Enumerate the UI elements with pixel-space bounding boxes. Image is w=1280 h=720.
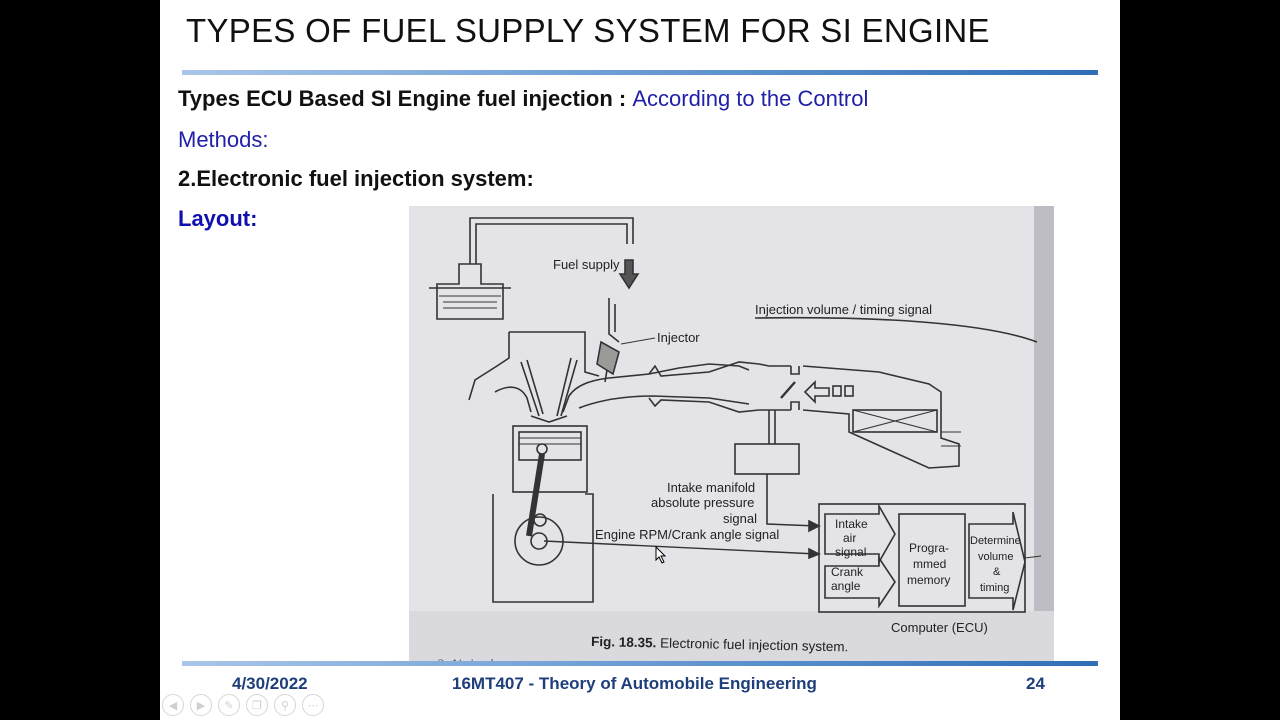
title-underline: [182, 70, 1098, 75]
label-crank-2: angle: [831, 579, 861, 593]
label-det-3: &: [993, 566, 1001, 578]
injector: [596, 340, 620, 383]
zoom-icon[interactable]: ⚲: [274, 694, 296, 716]
label-det-2: volume: [978, 551, 1013, 563]
label-prog-2: mmed: [913, 557, 946, 571]
label-prog-3: memory: [907, 573, 950, 587]
slides-icon[interactable]: ❐: [246, 694, 268, 716]
ecu-box: [818, 502, 1042, 613]
label-rpm-signal: Engine RPM/Crank angle signal: [595, 527, 779, 542]
footer-date: 4/30/2022: [232, 674, 308, 693]
label-intake-1: Intake: [835, 517, 868, 531]
fuel-supply-arrow: [618, 259, 640, 290]
slide: TYPES OF FUEL SUPPLY SYSTEM FOR SI ENGIN…: [160, 0, 1120, 720]
efi-diagram-figure: Fuel supply Injection volume / timing si…: [409, 206, 1054, 666]
text-line-3: 2.Electronic fuel injection system:: [178, 166, 534, 191]
more-options-icon[interactable]: ⋯: [302, 694, 324, 716]
heading-bold: Types ECU Based SI Engine fuel injection: [178, 86, 613, 111]
layout-label: Layout:: [178, 206, 258, 231]
slideshow-toolbar: ◀ ▶ ✎ ❐ ⚲ ⋯: [162, 694, 324, 716]
label-prog-1: Progra-: [909, 541, 949, 555]
engine-block: [468, 331, 750, 603]
text-line-2: Methods:: [178, 127, 269, 152]
text-line-1: Types ECU Based SI Engine fuel injection…: [178, 86, 868, 112]
label-intake-3: signal: [835, 545, 866, 559]
previous-slide-icon[interactable]: ◀: [162, 694, 184, 716]
label-crank-1: Crank: [831, 565, 864, 579]
footer-page-number: 24: [1026, 674, 1045, 693]
slide-title: TYPES OF FUEL SUPPLY SYSTEM FOR SI ENGIN…: [186, 12, 990, 49]
label-manifold-3: signal: [723, 511, 757, 526]
label-manifold-1: Intake manifold: [667, 480, 755, 495]
label-fuel-supply: Fuel supply: [553, 257, 620, 272]
label-det-1: Determine: [970, 535, 1021, 547]
heading-separator: :: [612, 86, 633, 111]
footer-course: 16MT407 - Theory of Automobile Engineeri…: [452, 674, 817, 693]
pen-icon[interactable]: ✎: [218, 694, 240, 716]
label-intake-2: air: [843, 531, 856, 545]
fuel-tank: [429, 217, 634, 320]
footer-rule: [182, 661, 1098, 666]
label-injector: Injector: [657, 330, 700, 345]
label-injection-signal: Injection volume / timing signal: [755, 302, 932, 317]
label-computer-ecu: Computer (ECU): [891, 620, 988, 635]
figure-caption: Fig. 18.35. Electronic fuel injection sy…: [591, 634, 849, 654]
heading-blue: According to the Control: [632, 86, 869, 111]
mouse-cursor-icon: [655, 546, 667, 564]
label-det-4: timing: [980, 582, 1009, 594]
label-manifold-2: absolute pressure: [651, 495, 754, 510]
next-slide-icon[interactable]: ▶: [190, 694, 212, 716]
